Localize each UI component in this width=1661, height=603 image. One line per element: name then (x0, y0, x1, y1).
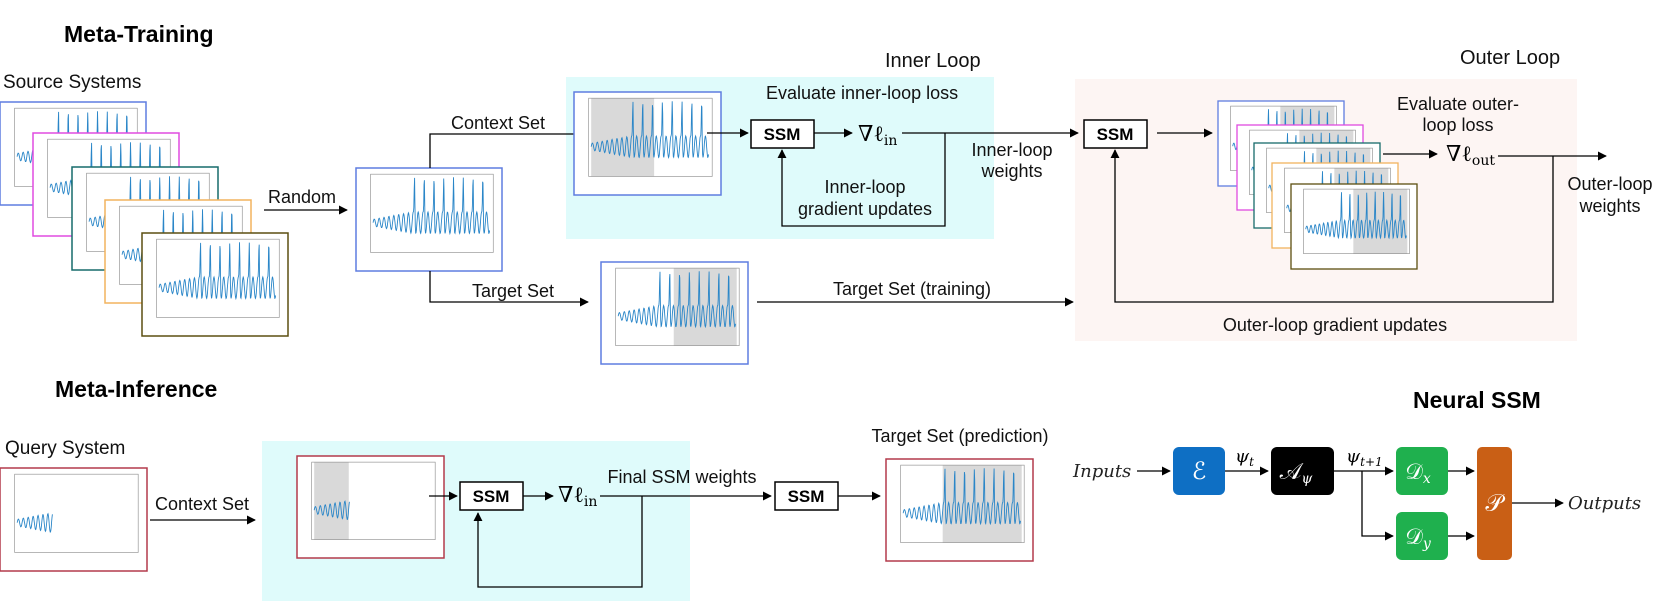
inner-ssm-label: SSM (764, 125, 801, 144)
dynamics-symbol: 𝒜ψ (1280, 459, 1314, 487)
outer-plot-stack (1217, 100, 1418, 270)
query-system-label: Query System (5, 438, 125, 459)
heading-meta-training: Meta-Training (64, 21, 214, 47)
plot-highlight (1353, 189, 1408, 254)
plot-signal (1305, 191, 1407, 240)
dynamics-block (1271, 447, 1334, 495)
inner-loop-weights-label: Inner-loop (971, 140, 1052, 160)
query-system-frame (0, 467, 148, 572)
plot (900, 464, 1025, 543)
encoder-symbol: ℰ (1192, 457, 1207, 485)
plot-axes (14, 473, 139, 553)
final-ssm-weights-label: Final SSM weights (607, 467, 756, 487)
outer-loop-weights-label-2: weights (1578, 196, 1640, 216)
plot (588, 97, 713, 177)
decoder-y-symbol: 𝒟y (1405, 525, 1432, 552)
heading-neural-ssm: Neural SSM (1413, 387, 1541, 413)
source-systems-label: Source Systems (3, 72, 141, 93)
target-set-label: Target Set (472, 281, 554, 301)
plot-highlight (673, 268, 737, 346)
encoder-block (1173, 447, 1225, 495)
plot-axes (156, 238, 280, 318)
decoder-x-block (1396, 447, 1448, 495)
inner-grad-feedback-arrow (777, 133, 946, 227)
decoder-x-symbol: 𝒟x (1405, 460, 1431, 487)
plot-highlight (314, 462, 349, 540)
inner-ssm-box (750, 119, 815, 149)
random-label: Random (268, 187, 336, 207)
final-ssm-label: SSM (788, 487, 825, 506)
grad-outer-symbol: ∇ℓout (1446, 142, 1495, 169)
heading-inner-loop: Inner Loop (885, 50, 981, 72)
plot-signal (590, 101, 709, 159)
plot (14, 473, 139, 553)
inner-grad-label-2: gradient updates (798, 199, 932, 219)
context-set-label: Context Set (451, 113, 545, 133)
plot-axes (900, 464, 1025, 543)
eval-outer-loss-label-2: loop loss (1422, 115, 1493, 135)
plot-signal (313, 500, 350, 520)
inference-ssm-label: SSM (473, 487, 510, 506)
decoder-y-block (1396, 512, 1448, 560)
predictor-symbol: 𝒫 (1485, 489, 1505, 517)
plot (311, 461, 436, 540)
plot-axes (1303, 188, 1410, 255)
plot-axes (588, 97, 713, 177)
inner-grad-label: Inner-loop (824, 177, 905, 197)
plot-axes (370, 173, 494, 253)
target-set-prediction-label: Target Set (prediction) (871, 426, 1048, 446)
plot-axes (311, 461, 436, 540)
plot-signal (158, 242, 277, 301)
inference-ssm-box (459, 481, 524, 511)
psi-t1-symbol: ψt+1 (1346, 446, 1383, 469)
source-systems-stack (0, 101, 289, 337)
inner-loop-weights-label-2: weights (980, 161, 1042, 181)
outer-grad-label: Outer-loop gradient updates (1223, 315, 1447, 335)
dynamics-to-decoder-y-arrow (1361, 471, 1394, 541)
target-set-training-label: Target Set (training) (833, 279, 991, 299)
predictor-block (1477, 447, 1512, 560)
heading-meta-inference: Meta-Inference (55, 376, 217, 402)
plot-highlight (591, 98, 655, 177)
inputs-label: Inputs (1072, 461, 1131, 482)
heading-outer-loop: Outer Loop (1460, 47, 1560, 69)
inference-grad-feedback-arrow (473, 496, 643, 588)
plot (1303, 188, 1410, 255)
context-set-inference-label: Context Set (155, 494, 249, 514)
outer-loop-weights-label: Outer-loop (1567, 174, 1652, 194)
plot-axes (615, 267, 740, 346)
grad-inference-symbol: ∇ℓin (558, 483, 597, 510)
target-set-arrow (429, 271, 589, 307)
plot-signal (16, 512, 53, 533)
plot-signal (372, 177, 491, 236)
final-ssm-box (774, 481, 839, 511)
eval-inner-loss-label: Evaluate inner-loop loss (766, 83, 958, 103)
outer-grad-feedback-arrow (1110, 149, 1554, 303)
outputs-label: Outputs (1568, 493, 1641, 514)
plot-signal (902, 468, 1021, 526)
outer-ssm-box (1083, 119, 1148, 149)
plot-signal (617, 271, 736, 329)
plot (615, 267, 740, 346)
psi-t-symbol: ψt (1235, 446, 1254, 469)
grad-inner-symbol: ∇ℓin (858, 122, 897, 149)
eval-outer-loss-label: Evaluate outer- (1397, 94, 1519, 114)
plot (370, 173, 494, 253)
context-set-arrow (429, 129, 587, 168)
outer-ssm-label: SSM (1097, 125, 1134, 144)
plot (156, 238, 280, 318)
